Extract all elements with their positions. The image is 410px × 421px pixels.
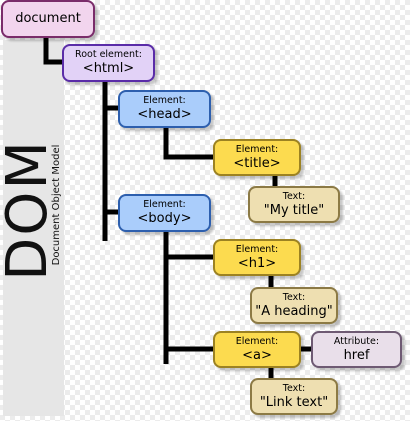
node-title: Element: <title> <box>213 139 301 176</box>
node-a-caption: Element: <box>235 335 279 347</box>
node-html-caption: Root element: <box>75 49 142 60</box>
node-title-caption: Element: <box>235 143 279 155</box>
node-h1-text: Text: "A heading" <box>250 287 338 324</box>
side-band <box>3 40 64 416</box>
node-h1-label: <h1> <box>237 255 277 271</box>
node-a-text-label: "Link text" <box>259 394 329 410</box>
node-body-caption: Element: <box>143 199 186 210</box>
node-title-text: Text: "My title" <box>248 186 340 223</box>
node-a: Element: <a> <box>213 331 301 368</box>
node-head-label: <head> <box>137 107 192 122</box>
node-title-text-caption: Text: <box>282 190 306 202</box>
node-a-label: <a> <box>242 347 272 363</box>
node-h1-text-caption: Text: <box>282 291 306 303</box>
connector-document-html <box>43 34 62 65</box>
node-h1-caption: Element: <box>235 243 279 255</box>
node-h1: Element: <h1> <box>213 239 301 276</box>
node-a-attribute: Attribute: href <box>311 331 402 368</box>
node-document: document <box>1 0 95 38</box>
node-a-text-caption: Text: <box>282 382 306 394</box>
node-html: Root element: <html> <box>62 44 155 82</box>
node-a-attribute-caption: Attribute: <box>333 335 380 347</box>
node-head: Element: <head> <box>118 90 211 128</box>
node-h1-text-label: "A heading" <box>255 303 333 319</box>
node-html-label: <html> <box>82 61 135 76</box>
node-document-label: document <box>15 11 81 26</box>
connector-head-title <box>163 128 213 160</box>
node-a-attribute-label: href <box>343 347 370 363</box>
node-body: Element: <body> <box>118 194 211 232</box>
node-body-label: <body> <box>137 211 192 226</box>
node-title-label: <title> <box>233 155 281 171</box>
node-title-text-label: "My title" <box>263 202 325 218</box>
node-head-caption: Element: <box>143 95 186 106</box>
node-a-text: Text: "Link text" <box>250 378 338 415</box>
